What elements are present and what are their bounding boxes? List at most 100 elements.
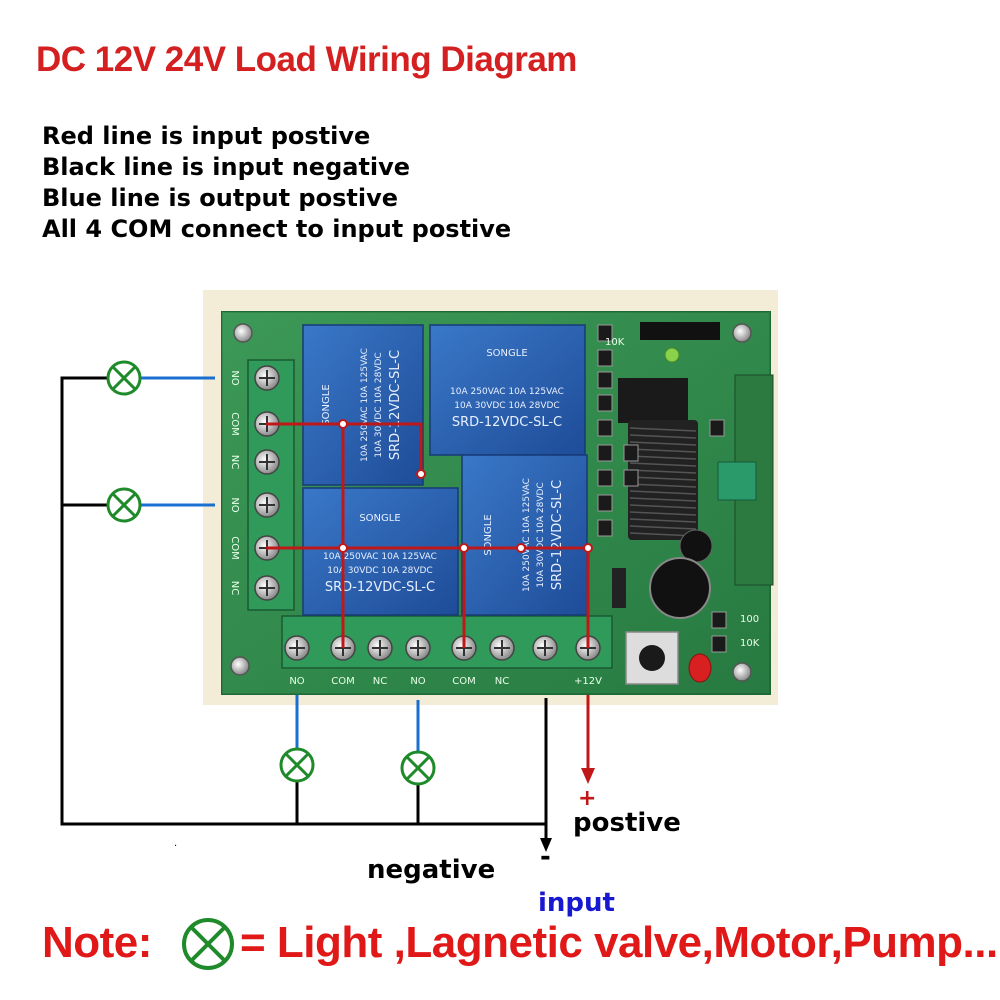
negative-sign: - xyxy=(540,842,551,872)
left-terminal-label: NC xyxy=(229,455,240,469)
coil-turn xyxy=(629,511,697,516)
black-wire-frame xyxy=(60,376,546,826)
ic-chip xyxy=(618,378,688,423)
stray-dot: . xyxy=(174,838,177,849)
coil-turn xyxy=(629,483,697,488)
coil-turn xyxy=(629,490,697,495)
smd-component xyxy=(709,419,725,437)
jumper-header xyxy=(640,322,720,340)
left-terminal-label: NC xyxy=(229,581,240,595)
relay-rating-dc: 10A 30VDC 10A 28VDC xyxy=(327,566,432,576)
diode xyxy=(612,568,626,608)
coil-turn xyxy=(629,434,697,439)
bottom-terminal-screw xyxy=(405,635,431,661)
left-terminal-screw xyxy=(254,365,280,391)
electrolytic-capacitor-small xyxy=(679,529,713,563)
lamp-icon xyxy=(279,747,315,783)
left-terminal-label: NO xyxy=(229,497,240,512)
red-wire-junction xyxy=(583,543,593,553)
electrolytic-capacitor-large xyxy=(649,557,711,619)
relay-bottom-left xyxy=(302,487,459,616)
coil-turn xyxy=(629,448,697,453)
coil-turn xyxy=(629,455,697,460)
relay-brand: SONGLE xyxy=(486,348,527,359)
relay-rating-ac: 10A 250VAC 10A 125VAC xyxy=(323,552,437,562)
left-terminal-block xyxy=(247,359,295,611)
bottom-terminal-screw xyxy=(532,635,558,661)
bottom-terminal-label: NC xyxy=(373,676,387,687)
lamp-icon xyxy=(400,750,436,786)
smd-component xyxy=(623,469,639,487)
notes-block: Red line is input postive Black line is … xyxy=(42,121,511,245)
relay-top-left xyxy=(302,324,424,486)
smd-component xyxy=(623,444,639,462)
smd-component xyxy=(597,371,613,389)
coil-turn xyxy=(629,518,697,523)
coil-turn xyxy=(629,462,697,467)
relay-model: SRD-12VDC-SL-C xyxy=(325,580,435,595)
smd-component xyxy=(597,469,613,487)
relay-rating-ac: 10A 250VAC 10A 125VAC xyxy=(450,387,564,397)
bottom-terminal-screw xyxy=(367,635,393,661)
mount-hole-tr xyxy=(732,323,752,343)
smd-component xyxy=(597,444,613,462)
relay-model: SRD-12VDC-SL-C xyxy=(550,480,565,590)
coil-turn xyxy=(629,427,697,432)
coil-turn xyxy=(629,504,697,509)
note-red-line: Red line is input postive xyxy=(42,122,371,150)
component-label: 10K xyxy=(740,638,760,649)
component-label: 10K xyxy=(605,337,625,348)
note-black-line: Black line is input negative xyxy=(42,153,411,181)
bottom-terminal-screw xyxy=(489,635,515,661)
relay-rating-dc: 10A 30VDC 10A 28VDC xyxy=(374,352,384,457)
lamp-icon xyxy=(106,487,142,523)
relay-bottom-right xyxy=(461,454,588,616)
relay-rating-ac: 10A 250VAC 10A 125VAC xyxy=(522,478,532,592)
coil-turn xyxy=(629,441,697,446)
relay-brand: SONGLE xyxy=(483,514,494,555)
negative-arrow-head xyxy=(540,838,552,852)
relay-label-group: SONGLE 10A 250VAC 10A 125VAC 10A 30VDC 10A… xyxy=(323,513,437,595)
smd-component xyxy=(597,419,613,437)
mount-hole-tl xyxy=(233,323,253,343)
bottom-terminal-label: NC xyxy=(495,676,509,687)
smd-component xyxy=(597,494,613,512)
smd-component xyxy=(597,519,613,537)
smd-component xyxy=(711,635,727,653)
relay-brand: SONGLE xyxy=(359,513,400,524)
left-terminal-screw xyxy=(254,449,280,475)
relay-rating-dc: 10A 30VDC 10A 28VDC xyxy=(536,482,546,587)
red-wire-junction xyxy=(416,469,426,479)
smd-component xyxy=(711,611,727,629)
push-button-cap xyxy=(639,645,665,671)
left-terminal-label: NO xyxy=(229,370,240,385)
relay-rating-dc: 10A 30VDC 10A 28VDC xyxy=(454,401,559,411)
red-wire-junction xyxy=(516,543,526,553)
relay-model: SRD-12VDC-SL-C xyxy=(452,415,562,430)
component-label: 100 xyxy=(740,614,759,625)
coil-turn xyxy=(629,525,697,530)
note-com: All 4 COM connect to input postive xyxy=(42,215,512,243)
mount-hole-bl xyxy=(230,656,250,676)
red-wire-junction xyxy=(338,419,348,429)
positive-arrow-head xyxy=(581,768,595,784)
tuning-capacitor xyxy=(717,461,757,501)
lamp-icon xyxy=(106,360,142,396)
red-wire-junction xyxy=(338,543,348,553)
left-terminal-screw xyxy=(254,492,280,518)
left-terminal-screw xyxy=(254,575,280,601)
input-label: input xyxy=(538,888,615,918)
red-wire-junction xyxy=(459,543,469,553)
relay-label-group: SONGLE 10A 250VAC 10A 125VAC 10A 30VDC 10A… xyxy=(483,478,565,592)
mount-hole-br xyxy=(732,662,752,682)
coil-turn xyxy=(629,497,697,502)
left-terminal-label: COM xyxy=(229,536,240,559)
bottom-terminal-label: NO xyxy=(289,676,304,687)
bottom-terminal-label: NO xyxy=(410,676,425,687)
negative-label: negative xyxy=(367,855,496,885)
coil-turn xyxy=(629,476,697,481)
relay-rating-ac: 10A 250VAC 10A 125VAC xyxy=(360,348,370,462)
footer-lamp-icon xyxy=(182,918,234,970)
